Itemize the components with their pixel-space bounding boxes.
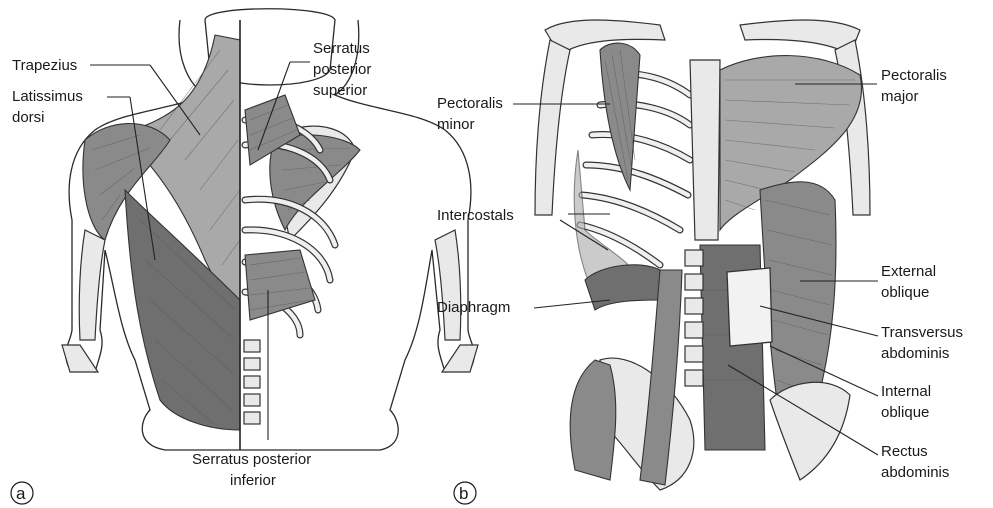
label-serratus-inferior-line2: inferior <box>230 472 276 489</box>
panel-a-illustration <box>62 9 478 450</box>
label-serratus-inferior-line1: Serratus posterior <box>192 451 311 468</box>
label-pect-minor-line2: minor <box>437 116 475 133</box>
label-latissimus-line2: dorsi <box>12 109 45 126</box>
label-serratus-superior-line1: Serratus <box>313 40 370 57</box>
label-pect-major-line2: major <box>881 88 919 105</box>
label-diaphragm: Diaphragm <box>437 299 510 316</box>
label-pect-major-line1: Pectoralis <box>881 67 947 84</box>
label-rectus-line1: Rectus <box>881 443 928 460</box>
label-serratus-superior-line2: posterior <box>313 61 371 78</box>
panel-b-letter: b <box>459 484 468 503</box>
label-int-oblique-line1: Internal <box>881 383 931 400</box>
label-rectus-line2: abdominis <box>881 464 949 481</box>
label-trapezius: Trapezius <box>12 57 77 74</box>
label-int-oblique-line2: oblique <box>881 404 929 421</box>
label-transversus-line2: abdominis <box>881 345 949 362</box>
label-ext-oblique-line1: External <box>881 263 936 280</box>
label-intercostals: Intercostals <box>437 207 514 224</box>
label-serratus-superior-line3: superior <box>313 82 367 99</box>
panel-a-letter: a <box>16 484 26 503</box>
label-transversus-line1: Transversus <box>881 324 963 341</box>
label-pect-minor-line1: Pectoralis <box>437 95 503 112</box>
label-ext-oblique-line2: oblique <box>881 284 929 301</box>
label-latissimus-line1: Latissimus <box>12 88 83 105</box>
